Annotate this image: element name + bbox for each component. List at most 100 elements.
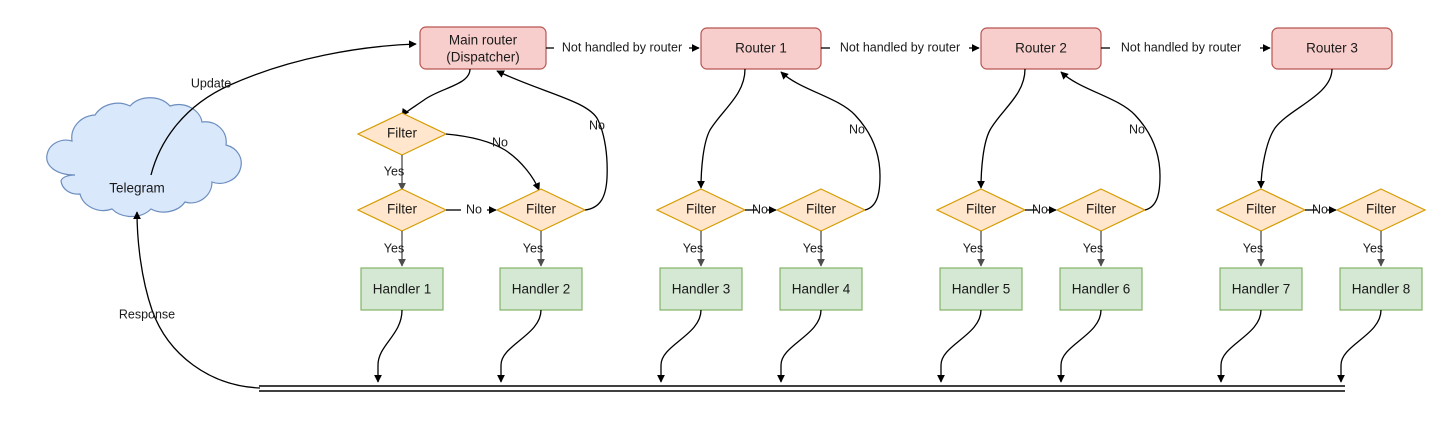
node-handler-6[interactable]: Handler 6 bbox=[1059, 267, 1143, 311]
edge-label-response: Response bbox=[119, 307, 175, 321]
handler-8-label: Handler 8 bbox=[1352, 282, 1411, 297]
edge-filter5-no-filter6: No bbox=[1025, 202, 1057, 216]
handler-7-label: Handler 7 bbox=[1232, 282, 1291, 297]
edge-filter4-yes: Yes bbox=[803, 231, 825, 267]
edge-handler-7-to-bus bbox=[1217, 309, 1262, 383]
edge-router1-to-router2: Not handled by router bbox=[821, 40, 980, 54]
edge-label-no-r3-a: No bbox=[1312, 202, 1328, 216]
node-handler-4[interactable]: Handler 4 bbox=[779, 267, 863, 311]
edge-label-not-handled-2: Not handled by router bbox=[840, 40, 960, 54]
node-filter-3[interactable]: Filter bbox=[655, 188, 747, 232]
edge-response: Response bbox=[119, 211, 261, 389]
node-router-2[interactable]: Router 2 bbox=[980, 27, 1102, 70]
edge-label-yes-5: Yes bbox=[963, 241, 983, 255]
edge-filter2-yes: Yes bbox=[523, 231, 545, 267]
edge-label-not-handled-3: Not handled by router bbox=[1121, 40, 1241, 54]
edge-label-yes-7: Yes bbox=[1243, 241, 1263, 255]
edge-router1-to-filter3 bbox=[697, 68, 746, 189]
edge-label-no-main-b: No bbox=[466, 202, 482, 216]
edge-label-yes-8: Yes bbox=[1363, 241, 1383, 255]
edge-label-not-handled-1: Not handled by router bbox=[562, 40, 682, 54]
edge-router3-to-filter7 bbox=[1257, 68, 1333, 189]
edge-filter6-no-to-router2: No bbox=[1060, 71, 1161, 211]
filter-2-label: Filter bbox=[526, 202, 557, 217]
node-handler-3[interactable]: Handler 3 bbox=[659, 267, 743, 311]
handler-1-label: Handler 1 bbox=[373, 282, 432, 297]
response-bus bbox=[259, 385, 1345, 392]
edge-filter3-yes: Yes bbox=[683, 231, 705, 267]
edge-update: Update bbox=[150, 40, 417, 176]
node-filter-7[interactable]: Filter bbox=[1215, 188, 1307, 232]
edge-filter8-yes: Yes bbox=[1363, 231, 1385, 267]
edge-main-to-router1: Not handled by router bbox=[546, 40, 700, 54]
edge-handlers-to-bus bbox=[374, 309, 1382, 383]
handler-4-box bbox=[779, 267, 863, 311]
node-router-1[interactable]: Router 1 bbox=[700, 27, 822, 70]
node-telegram-cloud[interactable]: Telegram bbox=[46, 97, 242, 218]
edge-handler-6-to-bus bbox=[1057, 309, 1102, 383]
edge-label-update: Update bbox=[191, 76, 231, 90]
edge-router2-to-filter5 bbox=[977, 68, 1026, 189]
filter-top-main-label: Filter bbox=[387, 126, 418, 141]
edge-main-to-filter-top bbox=[401, 68, 471, 117]
edge-filter2-no-to-main-router: No bbox=[496, 70, 608, 211]
edge-label-yes-4: Yes bbox=[803, 241, 823, 255]
edge-router2-to-router3: Not handled by router bbox=[1101, 40, 1271, 54]
edge-filter4-no-to-router1: No bbox=[780, 71, 881, 211]
handler-5-label: Handler 5 bbox=[952, 282, 1011, 297]
edge-filter1-yes: Yes bbox=[384, 231, 406, 267]
handler-5-box bbox=[939, 267, 1023, 311]
edge-filter1-no-filter2: No bbox=[446, 202, 497, 216]
main-router-label-line1: Main router bbox=[449, 33, 518, 48]
filter-6-label: Filter bbox=[1086, 202, 1117, 217]
handler-3-label: Handler 3 bbox=[672, 282, 731, 297]
filter-3-label: Filter bbox=[686, 202, 717, 217]
handler-4-label: Handler 4 bbox=[792, 282, 851, 297]
handler-6-label: Handler 6 bbox=[1072, 282, 1131, 297]
handler-2-label: Handler 2 bbox=[512, 282, 571, 297]
filter-7-label: Filter bbox=[1246, 202, 1277, 217]
edge-handler-5-to-bus bbox=[937, 309, 982, 383]
node-filter-2[interactable]: Filter bbox=[495, 188, 587, 232]
node-filter-4[interactable]: Filter bbox=[775, 188, 867, 232]
node-handler-2[interactable]: Handler 2 bbox=[499, 267, 583, 311]
edge-filter3-no-filter4: No bbox=[745, 202, 777, 216]
edge-handler-3-to-bus bbox=[657, 309, 702, 383]
node-handler-1[interactable]: Handler 1 bbox=[360, 267, 444, 311]
edge-label-no-r1-a: No bbox=[752, 202, 768, 216]
node-main-router[interactable]: Main router (Dispatcher) bbox=[419, 26, 547, 70]
cloud-icon bbox=[46, 97, 242, 218]
edge-filter6-yes: Yes bbox=[1083, 231, 1105, 267]
main-router-label-line2: (Dispatcher) bbox=[446, 50, 520, 65]
edge-label-yes-2: Yes bbox=[523, 241, 543, 255]
handler-8-box bbox=[1339, 267, 1423, 311]
filter-4-label: Filter bbox=[806, 202, 837, 217]
node-filter-6[interactable]: Filter bbox=[1055, 188, 1147, 232]
node-filter-8[interactable]: Filter bbox=[1335, 188, 1427, 232]
handler-1-box bbox=[360, 267, 444, 311]
filter-1-label: Filter bbox=[387, 202, 418, 217]
router-3-label: Router 3 bbox=[1306, 41, 1358, 56]
edge-label-no-r2-a: No bbox=[1032, 202, 1048, 216]
node-filter-5[interactable]: Filter bbox=[935, 188, 1027, 232]
node-filter-top-main[interactable]: Filter bbox=[356, 112, 448, 156]
edge-label-no-main-a: No bbox=[492, 135, 508, 149]
node-handler-5[interactable]: Handler 5 bbox=[939, 267, 1023, 311]
filter-5-label: Filter bbox=[966, 202, 997, 217]
filter-8-label: Filter bbox=[1366, 202, 1397, 217]
edge-label-yes-6: Yes bbox=[1083, 241, 1103, 255]
edge-filter-top-yes: Yes bbox=[384, 155, 406, 191]
edge-handler-1-to-bus bbox=[374, 309, 403, 383]
edge-filter-top-no: No bbox=[445, 133, 540, 191]
edge-label-yes-3: Yes bbox=[683, 241, 703, 255]
edge-filter7-yes: Yes bbox=[1243, 231, 1265, 267]
node-handler-8[interactable]: Handler 8 bbox=[1339, 267, 1423, 311]
node-filter-1[interactable]: Filter bbox=[356, 188, 448, 232]
node-handler-7[interactable]: Handler 7 bbox=[1219, 267, 1303, 311]
edge-handler-2-to-bus bbox=[497, 309, 542, 383]
edge-filter5-yes: Yes bbox=[963, 231, 985, 267]
node-router-3[interactable]: Router 3 bbox=[1271, 27, 1393, 70]
edge-label-yes-top: Yes bbox=[384, 164, 404, 178]
